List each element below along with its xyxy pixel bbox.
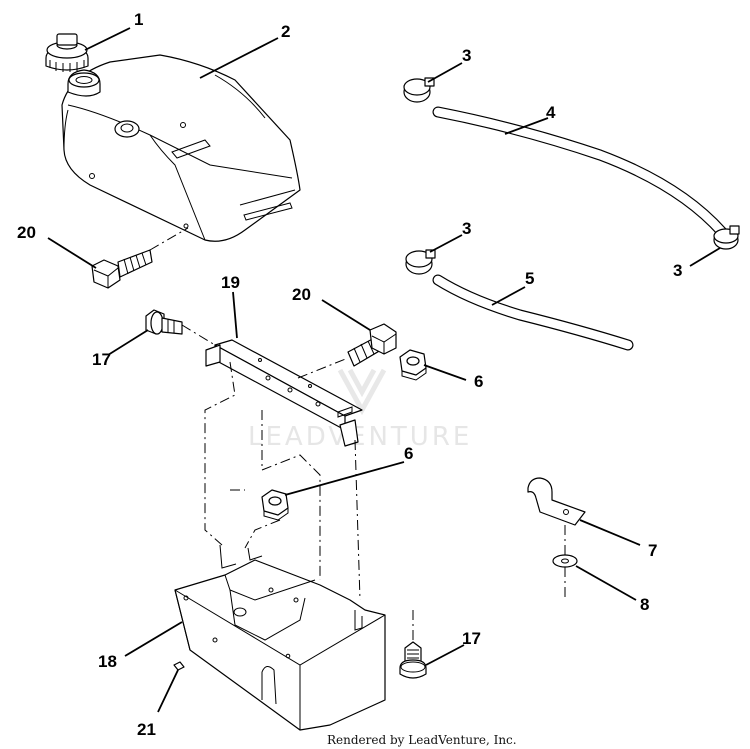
callout-17: 17 (462, 629, 481, 648)
hex-nut-upper[interactable] (399, 349, 427, 381)
callout-6: 6 (404, 444, 413, 463)
fuel-hose-upper[interactable] (432, 106, 728, 238)
fuel-hose-lower[interactable] (432, 274, 634, 351)
flat-washer[interactable] (552, 554, 578, 568)
bolt-left[interactable] (91, 249, 153, 289)
callout-3: 3 (462, 219, 471, 238)
fuel-tank-shroud[interactable] (174, 544, 386, 731)
watermark: LEADVENTURE (248, 368, 472, 452)
callout-7: 7 (648, 541, 657, 560)
callout-8: 8 (640, 595, 649, 614)
callout-19: 19 (221, 273, 240, 292)
footer-credit: Rendered by LeadVenture, Inc. (327, 733, 517, 747)
flange-bolt-lower[interactable] (399, 641, 427, 679)
callout-17: 17 (92, 350, 111, 369)
callout-20: 20 (292, 285, 311, 304)
callout-18: 18 (98, 652, 117, 671)
callout-3: 3 (673, 261, 682, 280)
hose-clamp-middle[interactable] (405, 249, 436, 275)
callout-3: 3 (462, 46, 471, 65)
callout-1: 1 (134, 10, 143, 29)
callout-numbers: 1 2 3 4 20 3 3 19 20 5 17 6 6 7 18 8 17 … (17, 10, 682, 739)
leader-lines (47, 27, 721, 713)
hex-nut-lower[interactable] (261, 489, 289, 521)
alignment-lines (149, 227, 566, 640)
callout-21: 21 (137, 720, 156, 739)
watermark-text: LEADVENTURE (248, 422, 472, 452)
fuel-cap[interactable] (45, 33, 89, 72)
callout-4: 4 (546, 103, 556, 122)
callout-6: 6 (474, 372, 483, 391)
callout-2: 2 (281, 22, 290, 41)
hose-clamp-right[interactable] (713, 225, 740, 250)
callout-5: 5 (525, 269, 534, 288)
mounting-bracket[interactable] (205, 339, 363, 447)
retainer-clip[interactable] (173, 661, 185, 671)
flange-bolt-upper[interactable] (145, 309, 183, 335)
callout-20: 20 (17, 223, 36, 242)
fuel-tank[interactable] (61, 54, 301, 242)
bolt-right[interactable] (347, 323, 397, 367)
hose-clip[interactable] (527, 477, 586, 526)
